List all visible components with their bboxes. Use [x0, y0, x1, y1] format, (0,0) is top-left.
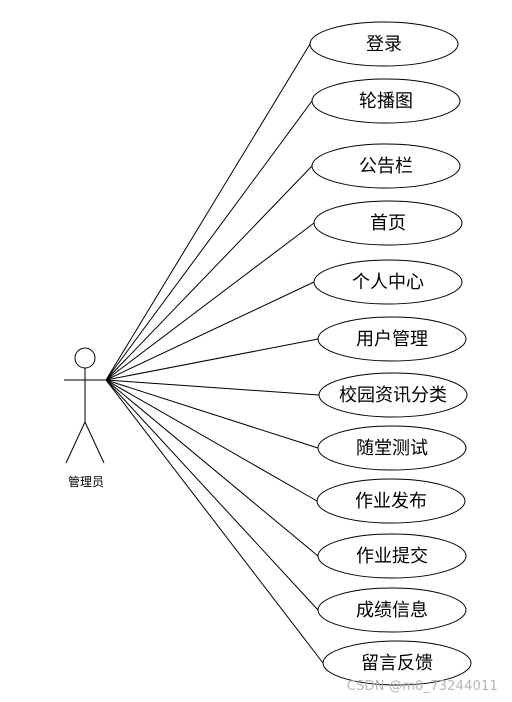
use-case-ellipse — [311, 143, 461, 189]
use-case-label: 用户管理 — [356, 329, 428, 350]
actor-figure — [64, 347, 106, 464]
use-case-label: 随堂测试 — [356, 438, 428, 459]
association-line — [105, 222, 315, 381]
use-case-label: 成绩信息 — [356, 600, 428, 621]
association-line — [105, 379, 324, 664]
association-line — [105, 379, 320, 396]
use-case-ellipse — [317, 316, 467, 362]
association-line — [105, 281, 315, 381]
association-line — [105, 379, 318, 502]
use-case-label: 个人中心 — [352, 272, 424, 293]
use-case-ellipse — [316, 478, 466, 524]
use-case-ellipse — [317, 587, 467, 633]
association-line — [105, 379, 319, 557]
use-case-label: 留言反馈 — [361, 653, 433, 674]
association-line — [105, 43, 311, 381]
use-case-label: 轮播图 — [359, 91, 413, 112]
use-case-ellipse — [322, 640, 472, 686]
association-lines — [105, 43, 324, 664]
use-case-ellipse — [313, 200, 463, 246]
watermark-text: CSDN @m0_73244011 — [346, 679, 498, 694]
use-case-ellipse — [313, 259, 463, 305]
actor-label: 管理员 — [68, 474, 104, 489]
use-case-label: 校园资讯分类 — [339, 385, 447, 406]
use-case-label: 作业提交 — [356, 546, 428, 567]
use-case-ellipse — [317, 533, 467, 579]
association-line — [105, 379, 319, 611]
association-line — [105, 379, 319, 449]
actor-right-leg — [84, 421, 105, 464]
use-case-ellipse — [318, 372, 468, 418]
association-line — [105, 338, 319, 381]
use-case-group: 登录轮播图公告栏首页个人中心用户管理校园资讯分类随堂测试作业发布作业提交成绩信息… — [309, 21, 472, 686]
use-case-label: 首页 — [370, 213, 406, 234]
use-case-ellipse — [309, 21, 459, 67]
association-line — [105, 165, 313, 381]
association-line — [105, 100, 313, 381]
actor-left-leg — [65, 421, 86, 464]
use-case-label: 作业发布 — [355, 491, 427, 512]
use-case-label: 公告栏 — [359, 156, 413, 177]
use-case-label: 登录 — [366, 34, 402, 55]
use-case-ellipse — [317, 425, 467, 471]
use-case-ellipse — [311, 78, 461, 124]
actor-head — [74, 347, 96, 369]
